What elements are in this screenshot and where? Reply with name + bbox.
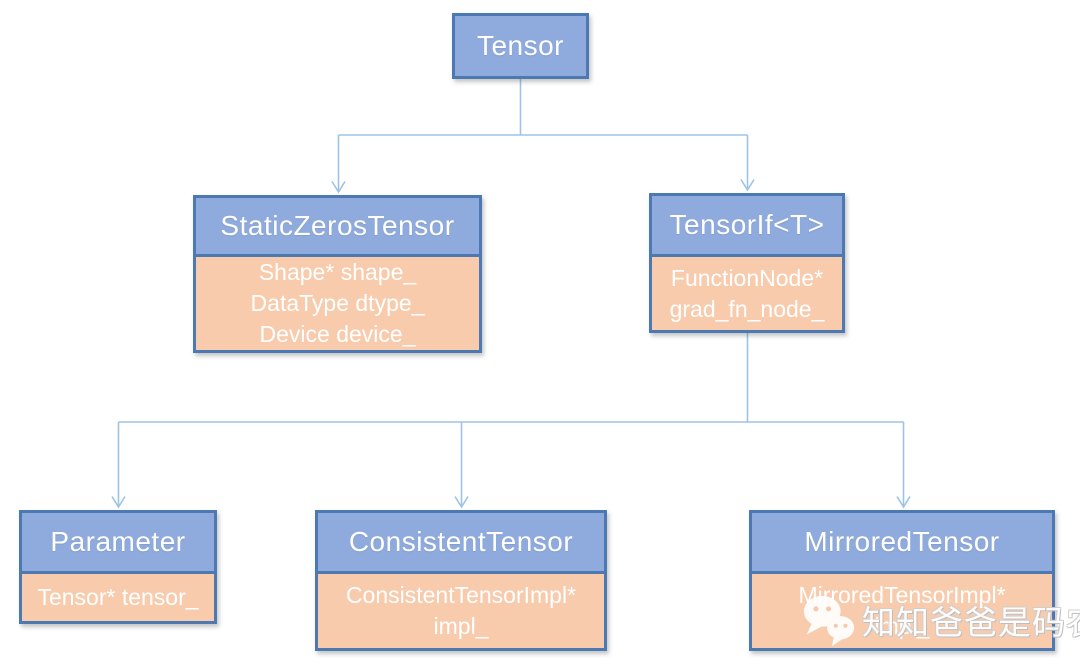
field-line: DataType dtype_ [250, 290, 425, 316]
arrowhead-consistent-tensor [454, 496, 469, 509]
arrowhead-static-zeros [331, 181, 346, 194]
field-line: MirroredTensorImpl* [798, 582, 1006, 608]
class-node-parameter: Parameter Tensor* tensor_ [19, 510, 217, 624]
class-title-parameter: Parameter [19, 510, 217, 574]
edge-tensor-children [337, 79, 749, 192]
field-line: impl_ [433, 613, 489, 639]
field-line: Shape* shape_ [258, 259, 417, 285]
class-title-tensor-if: TensorIf<T> [649, 193, 845, 257]
class-node-mirrored-tensor: MirroredTensor MirroredTensorImpl* impl_ [749, 510, 1055, 651]
field-line: Device device_ [259, 321, 416, 347]
class-fields-static-zeros-tensor: Shape* shape_ DataType dtype_ Device dev… [193, 257, 482, 353]
class-title-static-zeros-tensor: StaticZerosTensor [193, 195, 482, 257]
arrowhead-tensor-if [740, 179, 755, 192]
class-node-static-zeros-tensor: StaticZerosTensor Shape* shape_ DataType… [193, 195, 482, 353]
class-title-consistent-tensor: ConsistentTensor [315, 510, 607, 574]
class-fields-parameter: Tensor* tensor_ [19, 574, 217, 624]
class-fields-tensor-if: FunctionNode* grad_fn_node_ [649, 257, 845, 333]
field-line: grad_fn_node_ [669, 295, 825, 322]
arrowhead-parameter [111, 496, 126, 509]
class-fields-mirrored-tensor: MirroredTensorImpl* impl_ [749, 574, 1055, 651]
field-line: Tensor* tensor_ [37, 584, 199, 610]
class-node-tensor: Tensor [452, 13, 589, 79]
edge-tensorif-children [117, 333, 905, 507]
class-node-consistent-tensor: ConsistentTensor ConsistentTensorImpl* i… [315, 510, 607, 651]
field-line: FunctionNode* [670, 264, 824, 291]
class-fields-consistent-tensor: ConsistentTensorImpl* impl_ [315, 574, 607, 651]
arrowhead-mirrored-tensor [896, 496, 911, 509]
class-title-mirrored-tensor: MirroredTensor [749, 510, 1055, 574]
field-line: ConsistentTensorImpl* [345, 582, 577, 608]
field-line: impl_ [874, 613, 930, 639]
class-node-tensor-if: TensorIf<T> FunctionNode* grad_fn_node_ [649, 193, 845, 333]
class-title-tensor: Tensor [452, 13, 589, 79]
